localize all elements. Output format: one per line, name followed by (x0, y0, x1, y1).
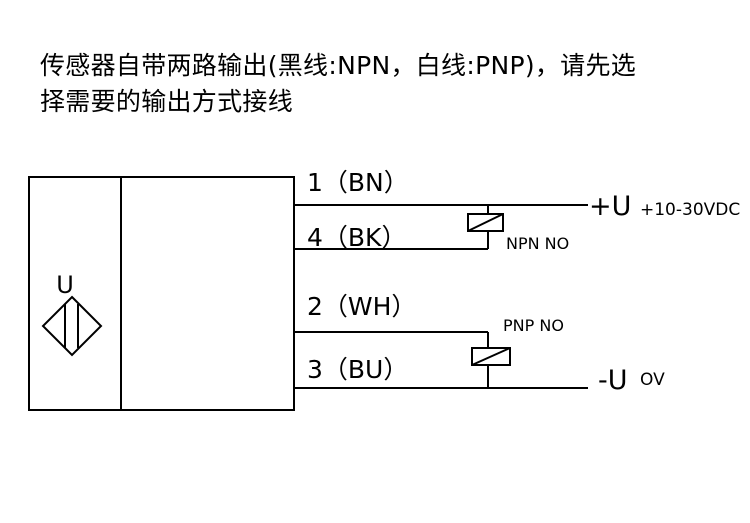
positive-supply-range: +10-30VDC (640, 200, 740, 220)
wire-label-3: 3（BU） (307, 355, 408, 384)
wire-label-2: 2（WH） (307, 292, 416, 321)
sensor-symbol-label: U (56, 271, 74, 299)
sensor-body (28, 176, 295, 411)
positive-supply-label: +U (589, 191, 631, 222)
wire-label-1: 1（BN） (307, 168, 409, 197)
npn-relay-load (467, 205, 504, 249)
instruction-text: 传感器自带两路输出(黑线:NPN，白线:PNP)，请先选 择需要的输出方式接线 (40, 48, 720, 120)
instruction-line-1: 传感器自带两路输出(黑线:NPN，白线:PNP)，请先选 (40, 51, 637, 80)
wire-label-4: 4（BK） (307, 223, 406, 252)
sensor-symbol-icon (41, 295, 103, 357)
instruction-line-2: 择需要的输出方式接线 (40, 87, 294, 116)
pnp-load-label: PNP NO (503, 316, 564, 335)
negative-supply-value: OV (640, 370, 665, 390)
npn-load-label: NPN NO (506, 234, 569, 253)
negative-supply-label: -U (598, 365, 628, 396)
pnp-relay-load (471, 332, 511, 388)
